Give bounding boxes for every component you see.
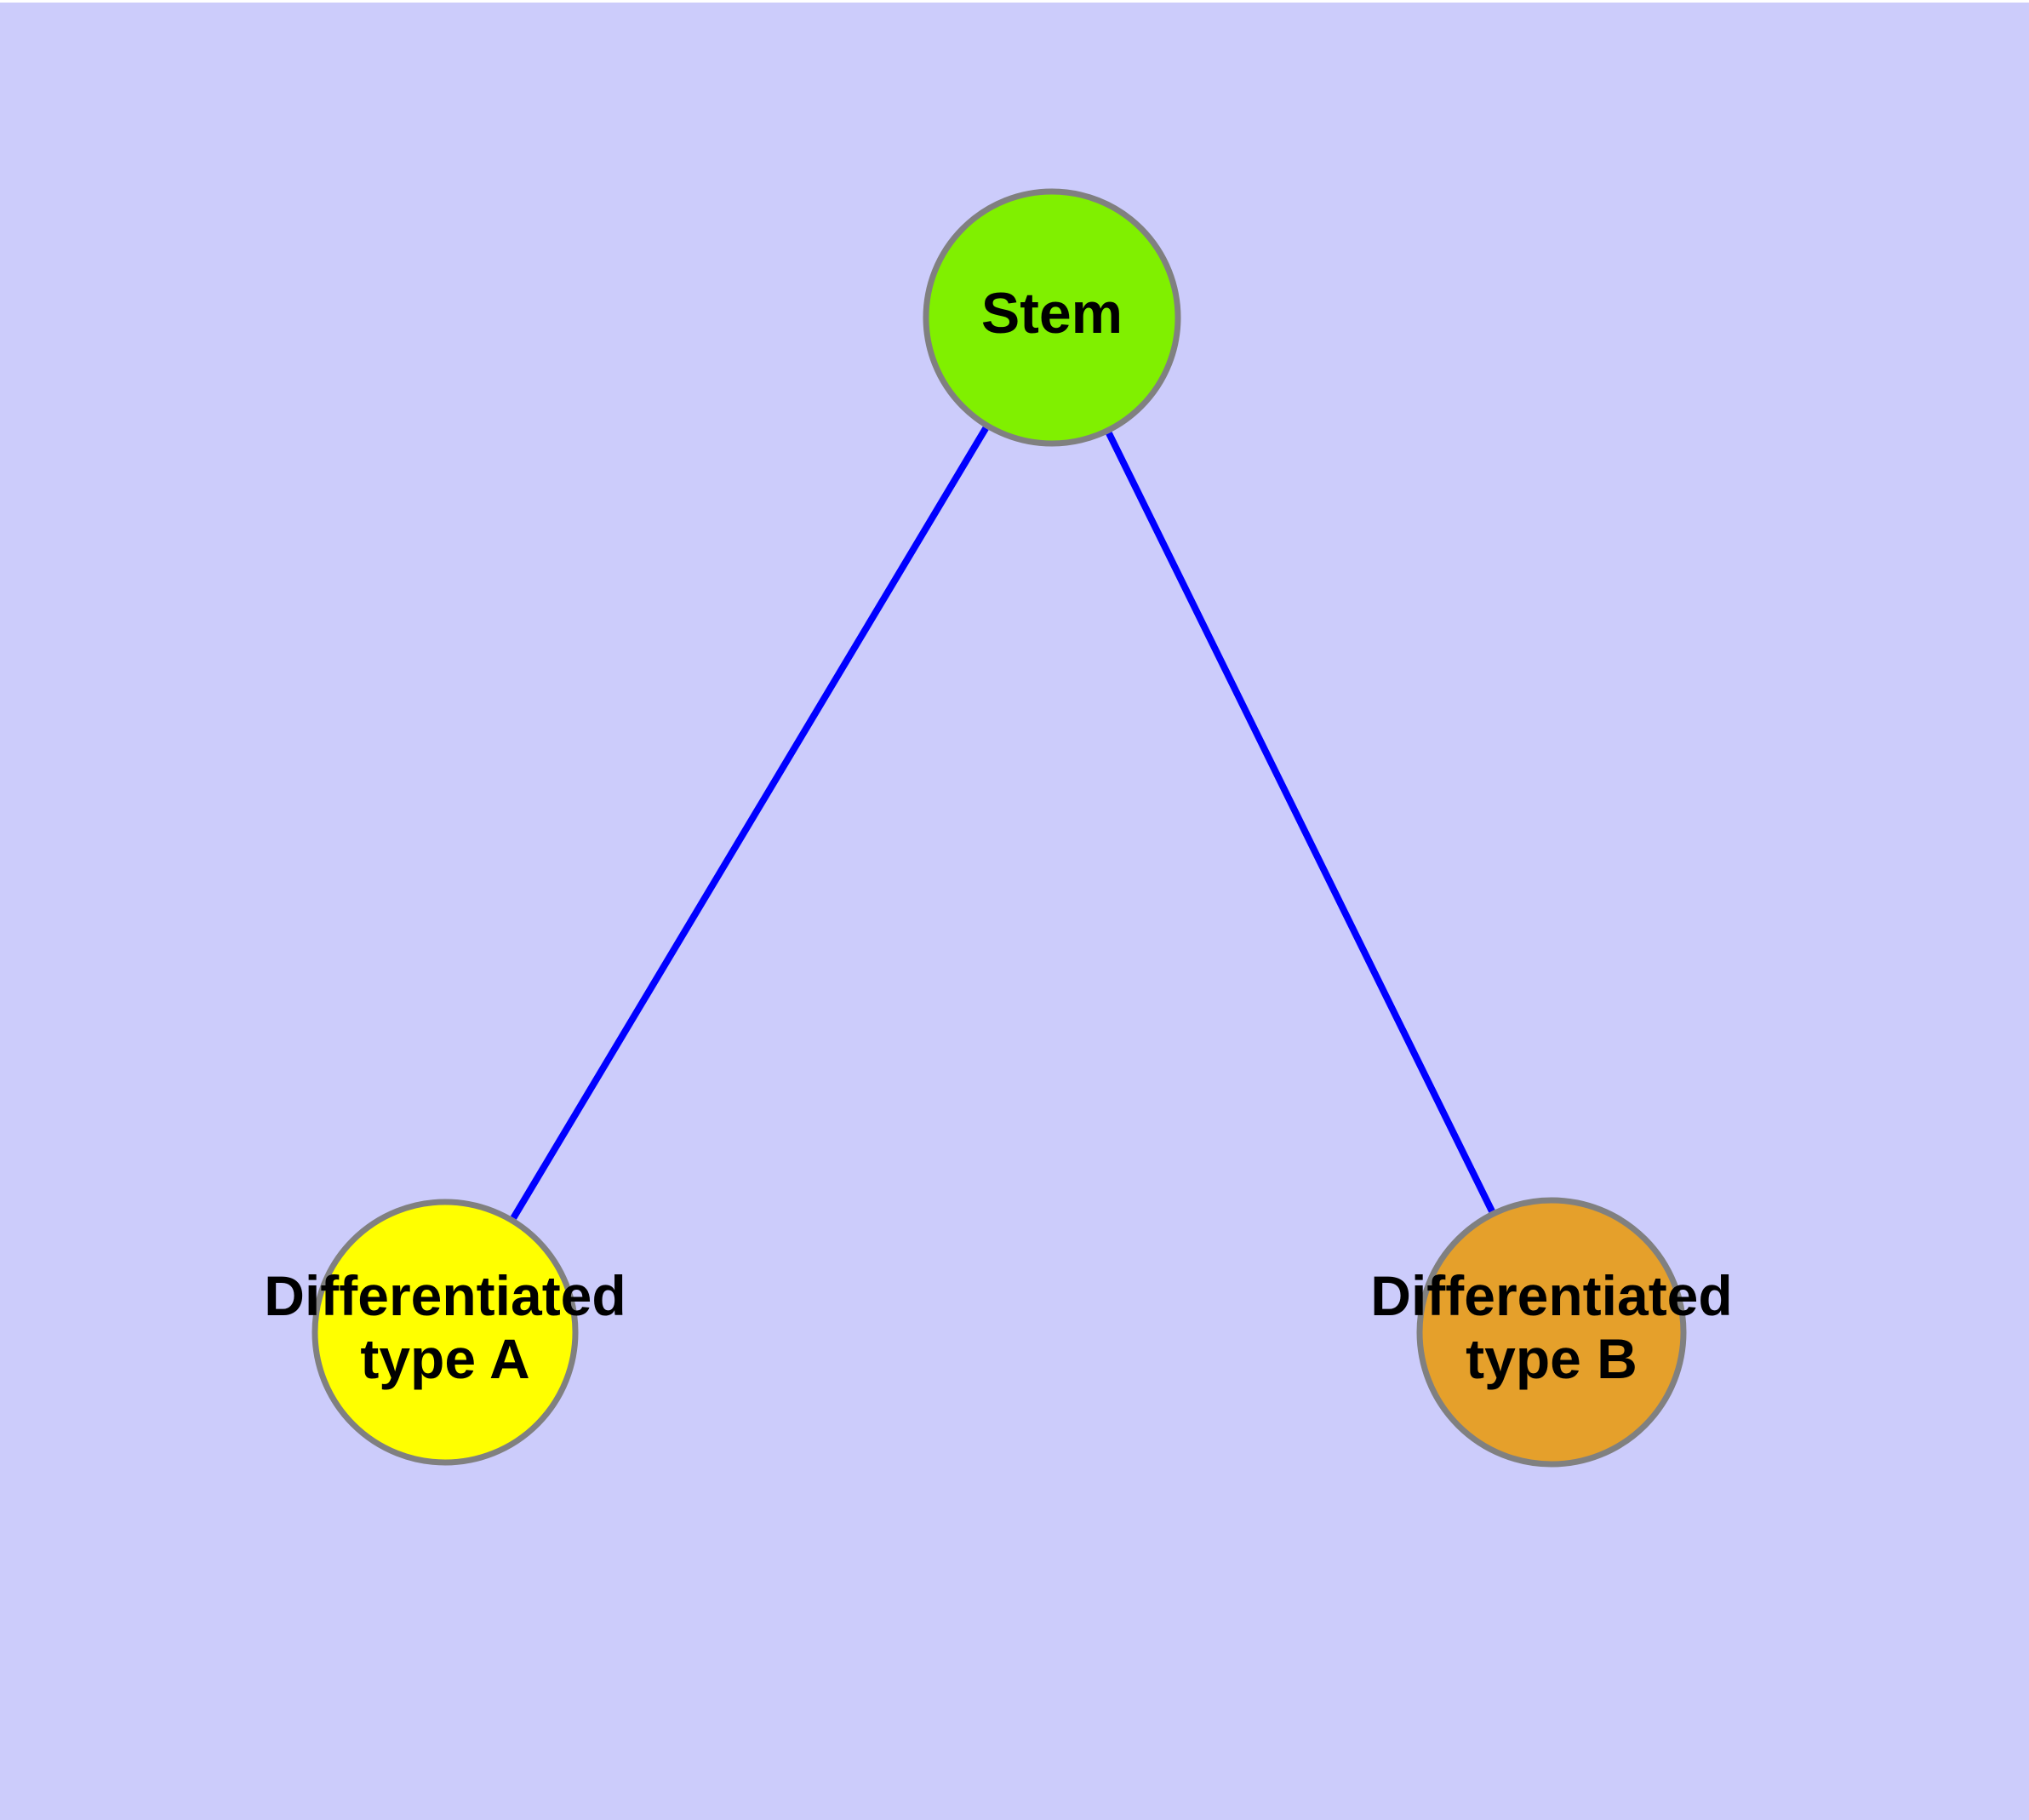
node-label-stem: Stem [981,281,1123,346]
node-label-line: Differentiated [1370,1264,1732,1327]
graph-node-stem[interactable]: Stem [923,188,1181,447]
node-label-line: Differentiated [264,1264,626,1327]
node-label-line: type A [360,1327,529,1390]
graph-edge-stem-to-diff-a[interactable] [510,426,989,1220]
node-circle-diff-b[interactable] [1416,1197,1687,1468]
edges-layer [510,426,1495,1220]
graph-edge-stem-to-diff-b[interactable] [1106,432,1495,1213]
node-label-line: Stem [981,281,1123,346]
canvas-top-strip [0,0,2029,3]
node-label-line: type B [1466,1327,1637,1390]
node-circle-stem[interactable] [923,188,1181,447]
node-circle-diff-a[interactable] [311,1199,579,1466]
